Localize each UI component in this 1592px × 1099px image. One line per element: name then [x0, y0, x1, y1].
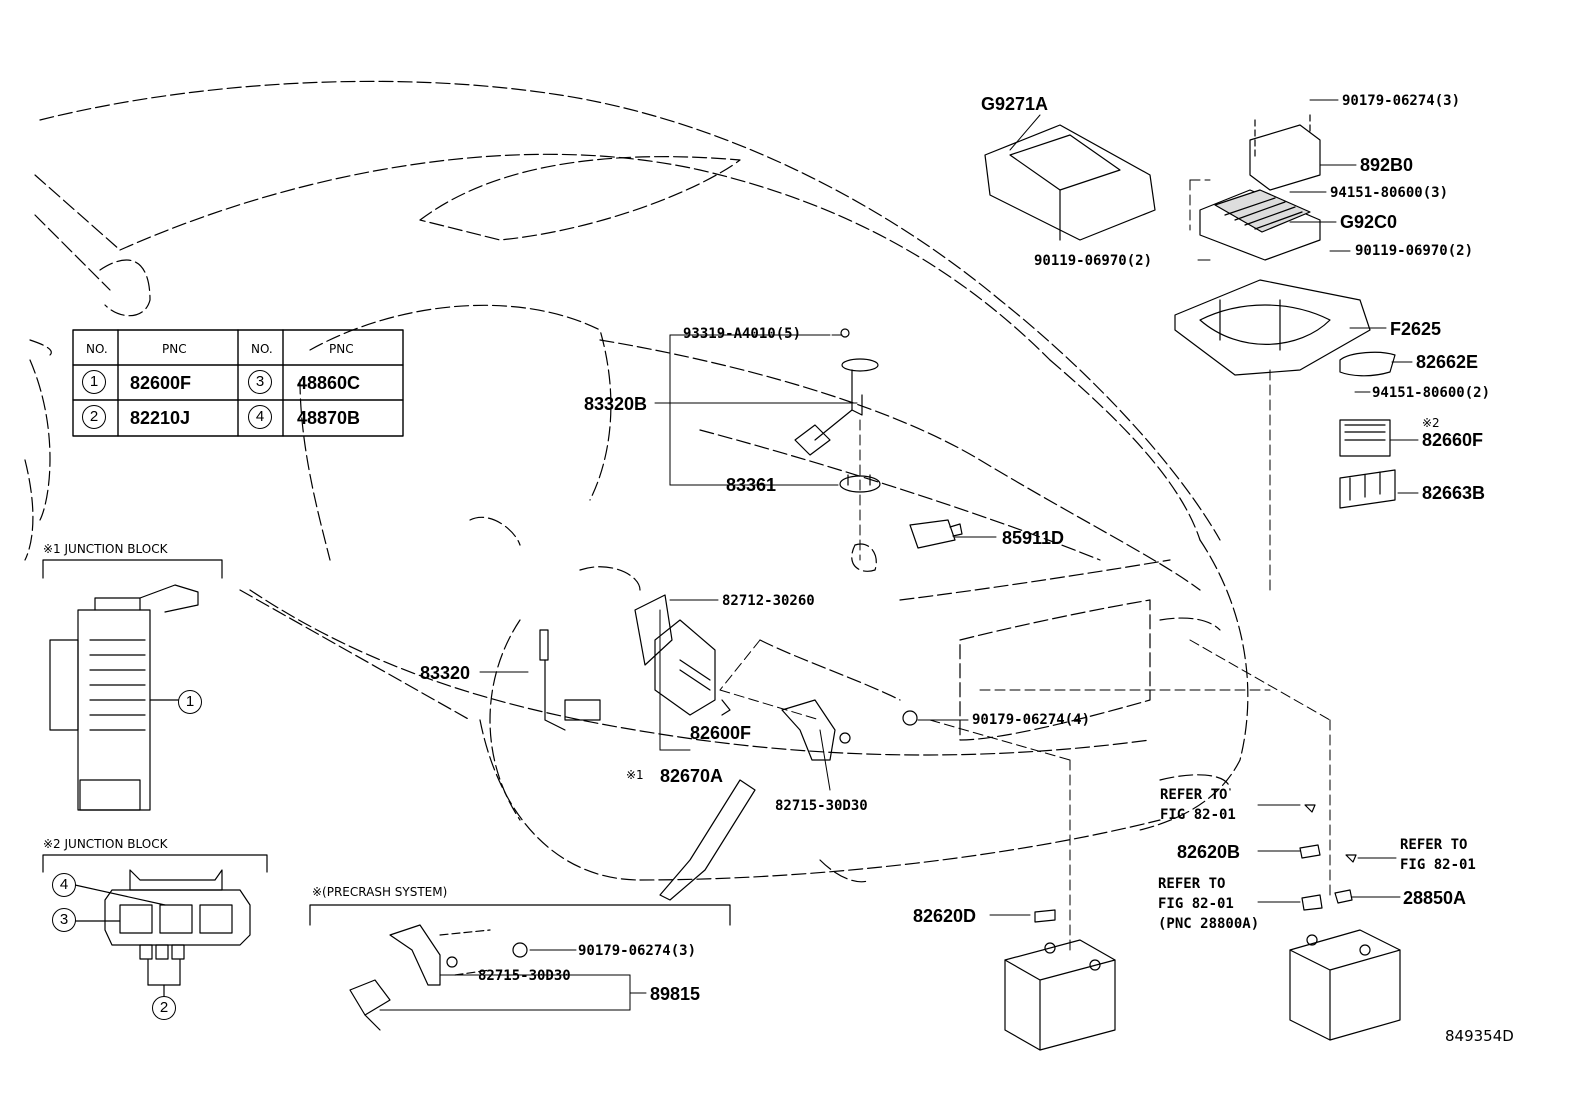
part-label-82712: 82712-30260 [722, 593, 815, 609]
callout-1: 1 [178, 690, 202, 714]
precrash-caption: ※(PRECRASH SYSTEM) [312, 885, 448, 899]
callout-2: 2 [152, 996, 176, 1020]
part-label-94151-2: 94151-80600(2) [1372, 385, 1491, 401]
junction-block-1-drawing [42, 559, 223, 811]
table-callout-3: 3 [248, 370, 272, 394]
part-label-g9271a: G9271A [981, 94, 1049, 114]
part-label-82620d: 82620D [913, 906, 977, 926]
part-label-85911d: 85911D [1002, 528, 1065, 548]
part-label-83320: 83320 [420, 663, 471, 683]
junction-block-1-caption: ※1 JUNCTION BLOCK [43, 542, 168, 556]
part-label-90179-3-precrash: 90179-06274(3) [578, 943, 697, 959]
table-pnc: 48870B [297, 408, 361, 428]
pnc-table-grid [72, 329, 404, 437]
table-pnc: 82210J [130, 408, 191, 428]
junction-block-2-caption: ※2 JUNCTION BLOCK [43, 837, 168, 851]
part-label-90179-3: 90179-06274(3) [1342, 93, 1461, 109]
table-callout-4: 4 [248, 405, 272, 429]
part-label-82620b: 82620B [1177, 842, 1241, 862]
figure-number: 849354D [1445, 1027, 1514, 1045]
refer-note-3-line3: (PNC 28800A) [1158, 916, 1260, 932]
callout-4: 4 [52, 873, 76, 897]
table-header-no-1: NO. [86, 342, 108, 356]
part-label-82715: 82715-30D30 [775, 798, 868, 814]
part-label-892b0: 892B0 [1360, 155, 1414, 175]
car-body-outline [24, 80, 1249, 883]
junction-block-2-drawing [42, 854, 268, 999]
part-label-82670a: 82670A [660, 766, 724, 786]
part-label-82715-precrash: 82715-30D30 [478, 968, 571, 984]
callout-3: 3 [52, 908, 76, 932]
part-label-g92c0: G92C0 [1340, 212, 1398, 232]
precrash-drawing [309, 904, 731, 1031]
refer-note-3-line2: FIG 82-01 [1158, 896, 1234, 912]
part-label-93319: 93319-A4010(5) [683, 326, 802, 342]
part-label-82600f: 82600F [690, 723, 752, 743]
module-892b0-drawing [1249, 114, 1321, 191]
table-pnc: 82600F [130, 373, 192, 393]
junction-82670a-drawing [539, 594, 918, 901]
part-label-f2625: F2625 [1390, 319, 1442, 339]
table-callout-1: 1 [82, 370, 106, 394]
part-label-28850a: 28850A [1403, 888, 1467, 908]
refer-note-2-line1: REFER TO [1400, 837, 1468, 853]
refer-note-1-line2: FIG 82-01 [1160, 807, 1236, 823]
ecu-g92c0-drawing [1199, 189, 1321, 261]
bracket-f2625-drawing [1174, 279, 1371, 376]
refer-note-1-line1: REFER TO [1160, 787, 1228, 803]
table-pnc: 48860C [297, 373, 361, 393]
relay-parts-drawing [1339, 351, 1396, 509]
part-label-90119-left: 90119-06970(2) [1034, 253, 1153, 269]
note-mark-2: ※2 [1422, 416, 1440, 430]
leader-lines [379, 99, 1419, 1011]
assembly-lines [719, 179, 1331, 951]
part-label-90119-right: 90119-06970(2) [1355, 243, 1474, 259]
table-callout-2: 2 [82, 405, 106, 429]
table-header-pnc-2: PNC [329, 342, 354, 356]
part-label-83361: 83361 [726, 475, 777, 495]
batteries-drawing [1004, 804, 1401, 1051]
fuel-sender-drawing [794, 328, 881, 493]
cover-g9271a-drawing [984, 124, 1156, 241]
part-label-89815: 89815 [650, 984, 701, 1004]
table-header-pnc-1: PNC [162, 342, 187, 356]
refer-note-2-line2: FIG 82-01 [1400, 857, 1476, 873]
part-label-83320b: 83320B [584, 394, 648, 414]
sensor-85911d-drawing [909, 519, 963, 549]
table-header-no-2: NO. [251, 342, 273, 356]
part-label-94151-3: 94151-80600(3) [1330, 185, 1449, 201]
part-label-90179-4: 90179-06274(4) [972, 712, 1091, 728]
refer-note-3-line1: REFER TO [1158, 876, 1226, 892]
part-label-82662e: 82662E [1416, 352, 1479, 372]
part-label-82663b: 82663B [1422, 483, 1486, 503]
part-label-82660f: 82660F [1422, 430, 1484, 450]
note-mark-1: ※1 [626, 768, 644, 782]
